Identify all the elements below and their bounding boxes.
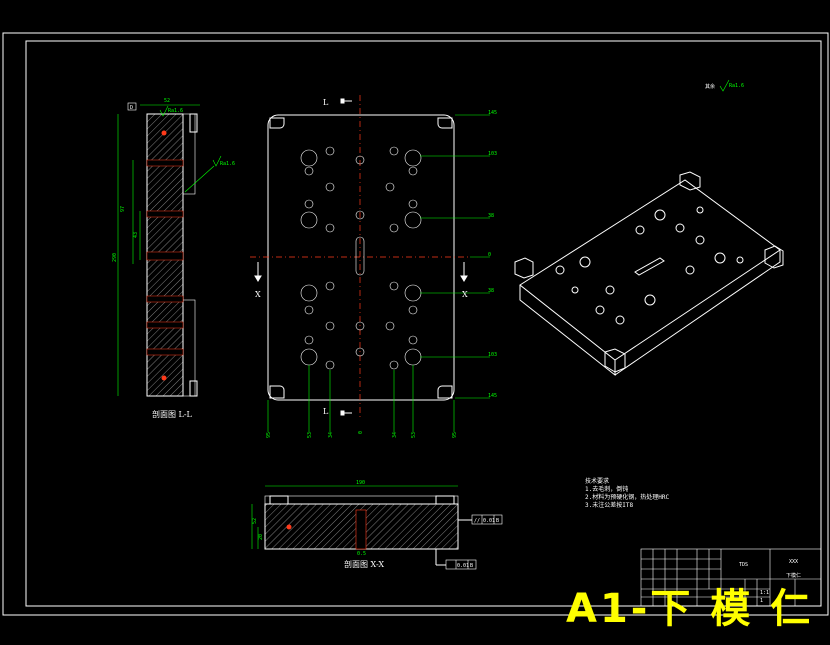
title-block-part: 下模仁 — [786, 572, 801, 579]
dim-right-6: 103 — [488, 352, 497, 358]
dim-right-3: 38 — [488, 213, 494, 219]
roughness-left-top: Ra1.6 — [168, 108, 183, 114]
cut-label-top: L — [323, 98, 329, 107]
tech-notes-heading: 技术要求 — [585, 478, 610, 485]
cut-label-right: X — [462, 290, 468, 299]
dim-right-4: 0 — [488, 252, 491, 258]
dim-bottom-7: 95 — [452, 432, 458, 438]
dim-section-52: 52 — [252, 518, 258, 524]
title-block — [640, 548, 822, 607]
tech-note-1: 1.去毛刺，倒钝 — [585, 486, 629, 493]
dim-section-190: 190 — [356, 480, 365, 486]
drawing-title: A1-下 模 仁 — [566, 586, 814, 632]
outer-border — [2, 32, 829, 616]
dim-bottom-5: 34 — [392, 432, 398, 438]
dim-left-290: 290 — [112, 253, 118, 262]
dim-right-1: 145 — [488, 110, 497, 116]
roughness-general-label: 其余 — [705, 83, 715, 90]
tol1-datum: B — [496, 518, 499, 524]
roughness-general-value: Ra1.6 — [729, 83, 744, 89]
tol1-value: 0.01 — [483, 518, 495, 524]
cut-label-bottom: L — [323, 407, 329, 416]
dim-right-5: 38 — [488, 288, 494, 294]
title-block-mark: TDS — [739, 562, 748, 568]
dim-right-2: 103 — [488, 151, 497, 157]
cut-label-left: X — [255, 290, 261, 299]
roughness-left-side: Ra1.6 — [220, 161, 235, 167]
title-block-scale: 1:1 — [760, 590, 769, 596]
isometric-view — [514, 171, 784, 377]
datum-label: D — [130, 105, 133, 111]
dim-bottom-2: 53 — [307, 432, 313, 438]
dim-left-97: 97 — [120, 206, 126, 212]
tech-note-3: 3.未注公差按IT8 — [585, 502, 634, 509]
dim-left-52: 52 — [164, 98, 170, 104]
dim-section-05: 0.5 — [357, 551, 366, 557]
main-top-view: 145 103 38 0 38 103 145 95 53 34 0 34 53… — [250, 95, 497, 438]
dim-bottom-6: 53 — [411, 432, 417, 438]
tech-notes: 技术要求 1.去毛刺，倒钝 2.材料为预硬化钢，热处理HRC 3.未注公差按IT… — [585, 478, 669, 510]
view-label-left: 剖面图 L-L — [152, 409, 193, 419]
tol2-datum: B — [470, 563, 473, 569]
tol1-symbol: // — [474, 518, 480, 524]
dim-bottom-4: 0 — [358, 431, 364, 434]
left-section-view: 52 97 43 290 D Ra1.6 Ra1.6 剖面图 L-L — [112, 98, 235, 419]
title-block-school: XXX — [789, 559, 798, 565]
view-label-bottom: 剖面图 X-X — [344, 559, 384, 569]
bottom-section-view: 190 52 20 0.5 // 0.01 B 0.01 B 剖面图 X-X — [251, 480, 503, 570]
dim-section-20: 20 — [258, 534, 264, 540]
dim-bottom-3: 34 — [328, 432, 334, 438]
tech-note-2: 2.材料为预硬化钢，热处理HRC — [585, 494, 670, 501]
tol2-value: 0.01 — [457, 563, 469, 569]
dim-left-43: 43 — [133, 232, 139, 238]
inner-border — [25, 40, 822, 607]
dim-right-7: 145 — [488, 393, 497, 399]
dim-bottom-1: 95 — [266, 432, 272, 438]
title-block-sheet: 1 — [760, 598, 763, 604]
